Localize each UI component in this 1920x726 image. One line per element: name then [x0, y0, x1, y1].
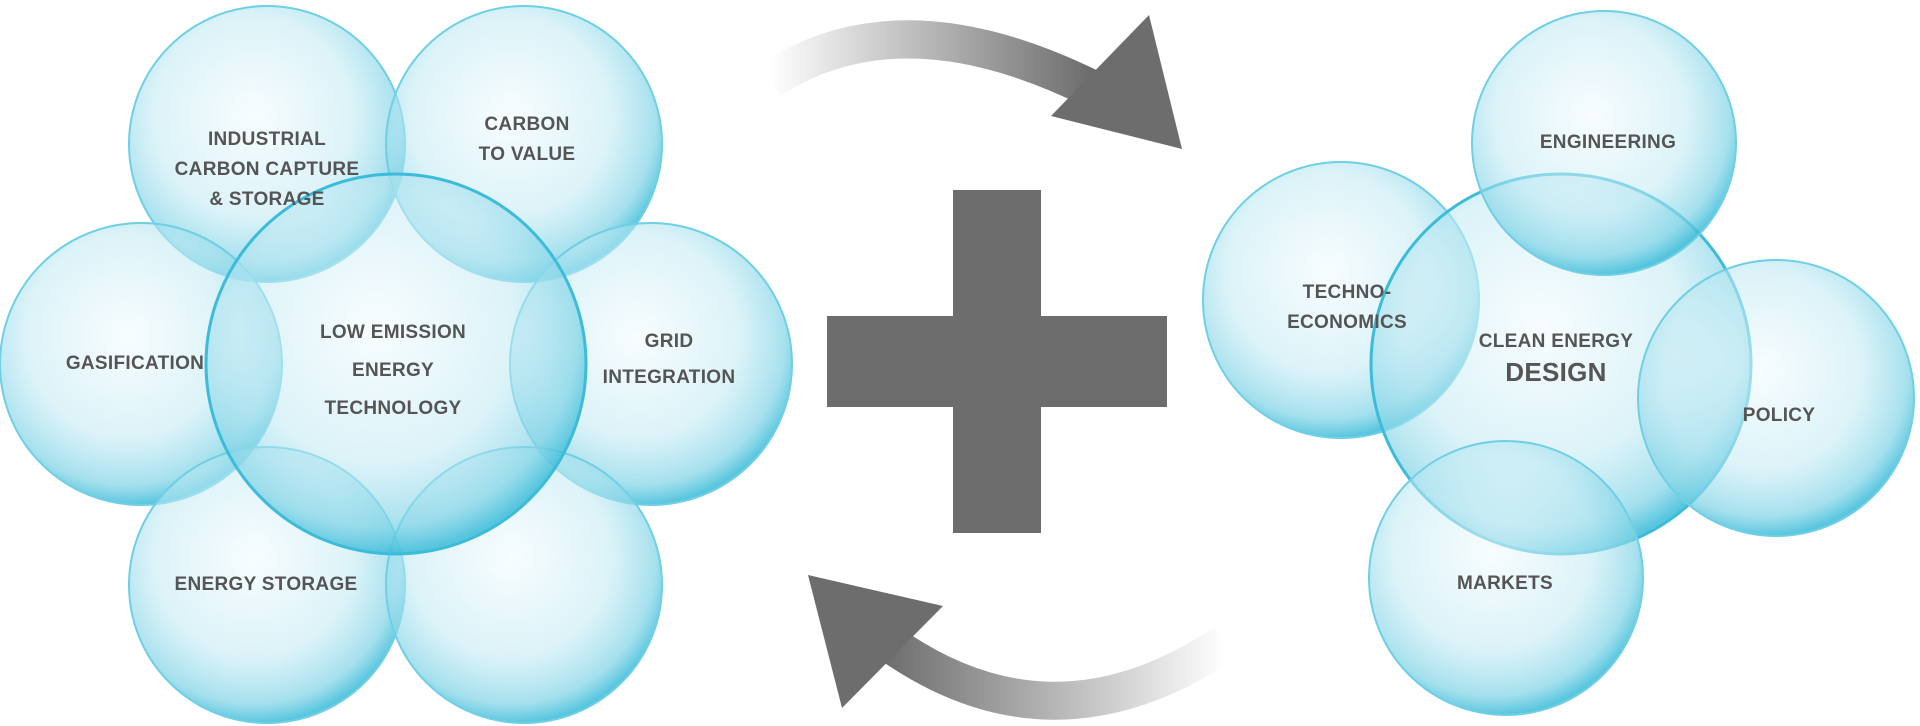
left-bubbles	[0, 5, 793, 724]
label-policy: POLICY	[1743, 401, 1816, 431]
label-line: CARBON CAPTURE	[174, 159, 360, 180]
right-bubbles	[1202, 10, 1915, 716]
label-line: GRID	[644, 331, 694, 352]
label-line: INTEGRATION	[602, 367, 736, 388]
label-clean-energy-design: CLEAN ENERGY DESIGN	[1479, 327, 1634, 387]
label-line: ENERGY	[351, 360, 435, 381]
arrow-bottom-arc	[873, 624, 1236, 720]
label-line: TECHNO-	[1302, 282, 1392, 303]
label-energy-storage: ENERGY STORAGE	[175, 570, 358, 600]
arrow-top-arc	[759, 20, 1099, 106]
plus-icon	[827, 190, 1167, 533]
label-engineering: ENGINEERING	[1540, 128, 1676, 158]
label-line: TO VALUE	[478, 144, 576, 165]
label-line: ENGINEERING	[1539, 132, 1677, 153]
label-line: POLICY	[1742, 405, 1816, 426]
cycle-arrows	[759, 15, 1236, 720]
label-gasification: GASIFICATION	[66, 349, 204, 379]
label-line: ENERGY STORAGE	[174, 574, 358, 595]
label-line: ECONOMICS	[1287, 312, 1407, 333]
label-line: CARBON	[484, 114, 570, 135]
label-carbon-to-value: CARBON TO VALUE	[479, 110, 576, 170]
label-line-emphasis: DESIGN	[1505, 357, 1607, 387]
label-line: & STORAGE	[209, 189, 325, 210]
bubble-markets	[1368, 440, 1644, 716]
bubble-low-emission-center	[204, 172, 588, 556]
bubble-policy	[1637, 259, 1915, 537]
label-line: LOW EMISSION	[319, 322, 467, 343]
label-line: TECHNOLOGY	[324, 398, 462, 419]
label-line: GASIFICATION	[65, 353, 205, 374]
label-low-emission: LOW EMISSION ENERGY TECHNOLOGY	[320, 314, 466, 428]
label-industrial-ccs: INDUSTRIAL CARBON CAPTURE & STORAGE	[175, 125, 360, 215]
label-line: CLEAN ENERGY	[1478, 331, 1634, 352]
label-grid-integration: GRID INTEGRATION	[603, 324, 736, 396]
label-line: INDUSTRIAL	[207, 129, 327, 150]
label-line: MARKETS	[1456, 573, 1554, 594]
arrow-top-head	[1051, 15, 1182, 149]
arrow-bottom-head	[808, 575, 943, 708]
label-techno-economics: TECHNO- ECONOMICS	[1287, 278, 1407, 338]
label-markets: MARKETS	[1457, 569, 1553, 599]
bubble-engineering	[1471, 10, 1737, 276]
